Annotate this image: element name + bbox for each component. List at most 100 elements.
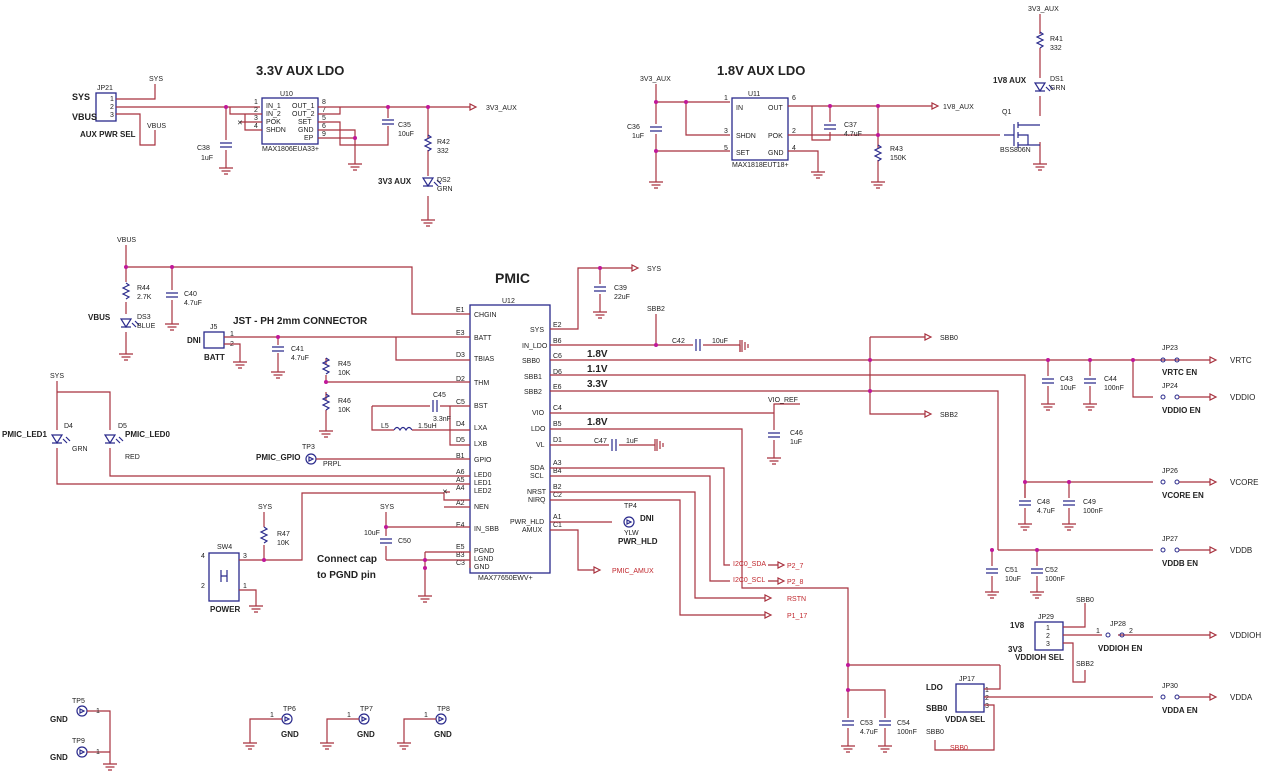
- svg-text:MAX1818EUT18+: MAX1818EUT18+: [732, 162, 789, 169]
- c41-ref: C41: [291, 346, 304, 353]
- jp26-jumper[interactable]: [1160, 479, 1180, 485]
- c40-ref: C40: [184, 291, 197, 298]
- j5-dni: DNI: [187, 336, 201, 345]
- rail-1v8-label-2: 1.8V: [587, 417, 608, 428]
- net-vbus-1: VBUS: [147, 123, 166, 130]
- net-p1-17: P1_17: [787, 613, 807, 620]
- jp17-sbb0-label: SBB0: [926, 704, 948, 713]
- svg-text:MAX1806EUA33+: MAX1806EUA33+: [262, 146, 319, 153]
- svg-text:GND: GND: [298, 127, 314, 134]
- c35-ref: C35: [398, 122, 411, 129]
- d5-val: RED: [125, 454, 140, 461]
- r41-val: 332: [1050, 45, 1062, 52]
- jp21-jumper[interactable]: JP21 1 2 3: [95, 85, 117, 122]
- jp30-jumper[interactable]: [1160, 694, 1180, 700]
- jp29-label: VDDIOH SEL: [1015, 653, 1064, 662]
- svg-text:C3: C3: [456, 560, 465, 567]
- d4-val: GRN: [72, 446, 88, 453]
- svg-text:1: 1: [254, 99, 258, 106]
- c52-ref: C52: [1045, 567, 1058, 574]
- net-p2-8: P2_8: [787, 579, 803, 586]
- tp4-testpoint[interactable]: [623, 516, 635, 528]
- tp3-ref: TP3: [302, 444, 315, 451]
- sw4-button[interactable]: SW4 4 2 3 1: [201, 544, 247, 602]
- tp8-gnd-label: GND: [434, 730, 452, 739]
- c42-ref: C42: [672, 338, 685, 345]
- svg-text:LDO: LDO: [531, 426, 546, 433]
- svg-text:A5: A5: [456, 477, 465, 484]
- cap-note-1: Connect cap: [317, 554, 377, 565]
- svg-text:OUT_1: OUT_1: [292, 103, 315, 110]
- net-i2c0-scl: I2C0_SCL: [733, 577, 765, 584]
- c53-val: 4.7uF: [860, 729, 878, 736]
- net-p2-7: P2_7: [787, 563, 803, 570]
- svg-text:SHDN: SHDN: [736, 133, 756, 140]
- svg-text:PWR_HLD: PWR_HLD: [510, 519, 544, 526]
- svg-text:SBB2: SBB2: [524, 389, 542, 396]
- q1-mosfet: [1004, 122, 1040, 148]
- jp27-ref: JP27: [1162, 536, 1178, 543]
- svg-text:NIRQ: NIRQ: [528, 497, 546, 504]
- tp7-testpoint[interactable]: [358, 713, 370, 725]
- net-rstn: RSTN: [787, 596, 806, 603]
- svg-text:OUT_2: OUT_2: [292, 111, 315, 118]
- svg-text:E5: E5: [456, 544, 465, 551]
- r42-ref: R42: [437, 139, 450, 146]
- svg-text:B3: B3: [456, 552, 465, 559]
- svg-text:D6: D6: [553, 369, 562, 376]
- svg-text:E3: E3: [456, 330, 465, 337]
- net-sys-1: SYS: [149, 76, 163, 83]
- svg-text:LED0: LED0: [474, 472, 492, 479]
- jp24-jumper[interactable]: [1160, 394, 1180, 400]
- tp7-ref: TP7: [360, 706, 373, 713]
- tp6-testpoint[interactable]: [281, 713, 293, 725]
- svg-text:1: 1: [230, 331, 234, 338]
- r43-val: 150K: [890, 155, 907, 162]
- svg-text:4: 4: [201, 553, 205, 560]
- svg-text:MAX77650EWV+: MAX77650EWV+: [478, 575, 533, 582]
- c42-val: 10uF: [712, 338, 728, 345]
- c46-val: 1uF: [790, 439, 802, 446]
- svg-text:SBB1: SBB1: [524, 374, 542, 381]
- svg-text:1: 1: [270, 712, 274, 719]
- l5-val: 1.5uH: [418, 423, 437, 430]
- tp8-testpoint[interactable]: [435, 713, 447, 725]
- tp6-gnd-label: GND: [281, 730, 299, 739]
- svg-text:SBB0: SBB0: [522, 358, 540, 365]
- svg-text:✕: ✕: [442, 489, 448, 496]
- svg-text:3: 3: [110, 112, 114, 119]
- net-sbb2-3: SBB2: [1076, 661, 1094, 668]
- net-sys-2: SYS: [50, 373, 64, 380]
- net-sys-5: SYS: [647, 266, 661, 273]
- jp17-jumper[interactable]: JP17 1 2 3: [955, 676, 989, 713]
- tp3-testpoint[interactable]: [305, 453, 317, 465]
- svg-text:CHGIN: CHGIN: [474, 312, 497, 319]
- jp28-label: VDDIOH EN: [1098, 644, 1143, 653]
- d4-ref: D4: [64, 423, 73, 430]
- rail-1v8-label-1: 1.8V: [587, 349, 608, 360]
- d5-label: PMIC_LED0: [125, 430, 170, 439]
- svg-text:IN: IN: [736, 105, 743, 112]
- svg-text:JP29: JP29: [1038, 614, 1054, 621]
- net-3v3aux-in: 3V3_AUX: [640, 76, 671, 83]
- c51-val: 10uF: [1005, 576, 1021, 583]
- svg-text:GND: GND: [474, 564, 490, 571]
- svg-text:1: 1: [724, 95, 728, 102]
- svg-text:LED2: LED2: [474, 488, 492, 495]
- ds3-ref: DS3: [137, 314, 151, 321]
- svg-text:2: 2: [201, 583, 205, 590]
- svg-text:1: 1: [96, 749, 100, 756]
- r47-ref: R47: [277, 531, 290, 538]
- jp28-ref: JP28: [1110, 621, 1126, 628]
- svg-text:1: 1: [243, 583, 247, 590]
- tp5-testpoint[interactable]: [76, 705, 88, 717]
- c39-val: 22uF: [614, 294, 630, 301]
- net-1v8aux-out: 1V8_AUX: [943, 104, 974, 111]
- jp29-jumper[interactable]: JP29 1 2 3: [1034, 614, 1064, 651]
- tp9-testpoint[interactable]: [76, 746, 88, 758]
- tp7-gnd-label: GND: [357, 730, 375, 739]
- svg-text:6: 6: [792, 95, 796, 102]
- svg-text:7: 7: [322, 107, 326, 114]
- svg-text:IN_LDO: IN_LDO: [522, 343, 548, 350]
- jp27-jumper[interactable]: [1160, 547, 1180, 553]
